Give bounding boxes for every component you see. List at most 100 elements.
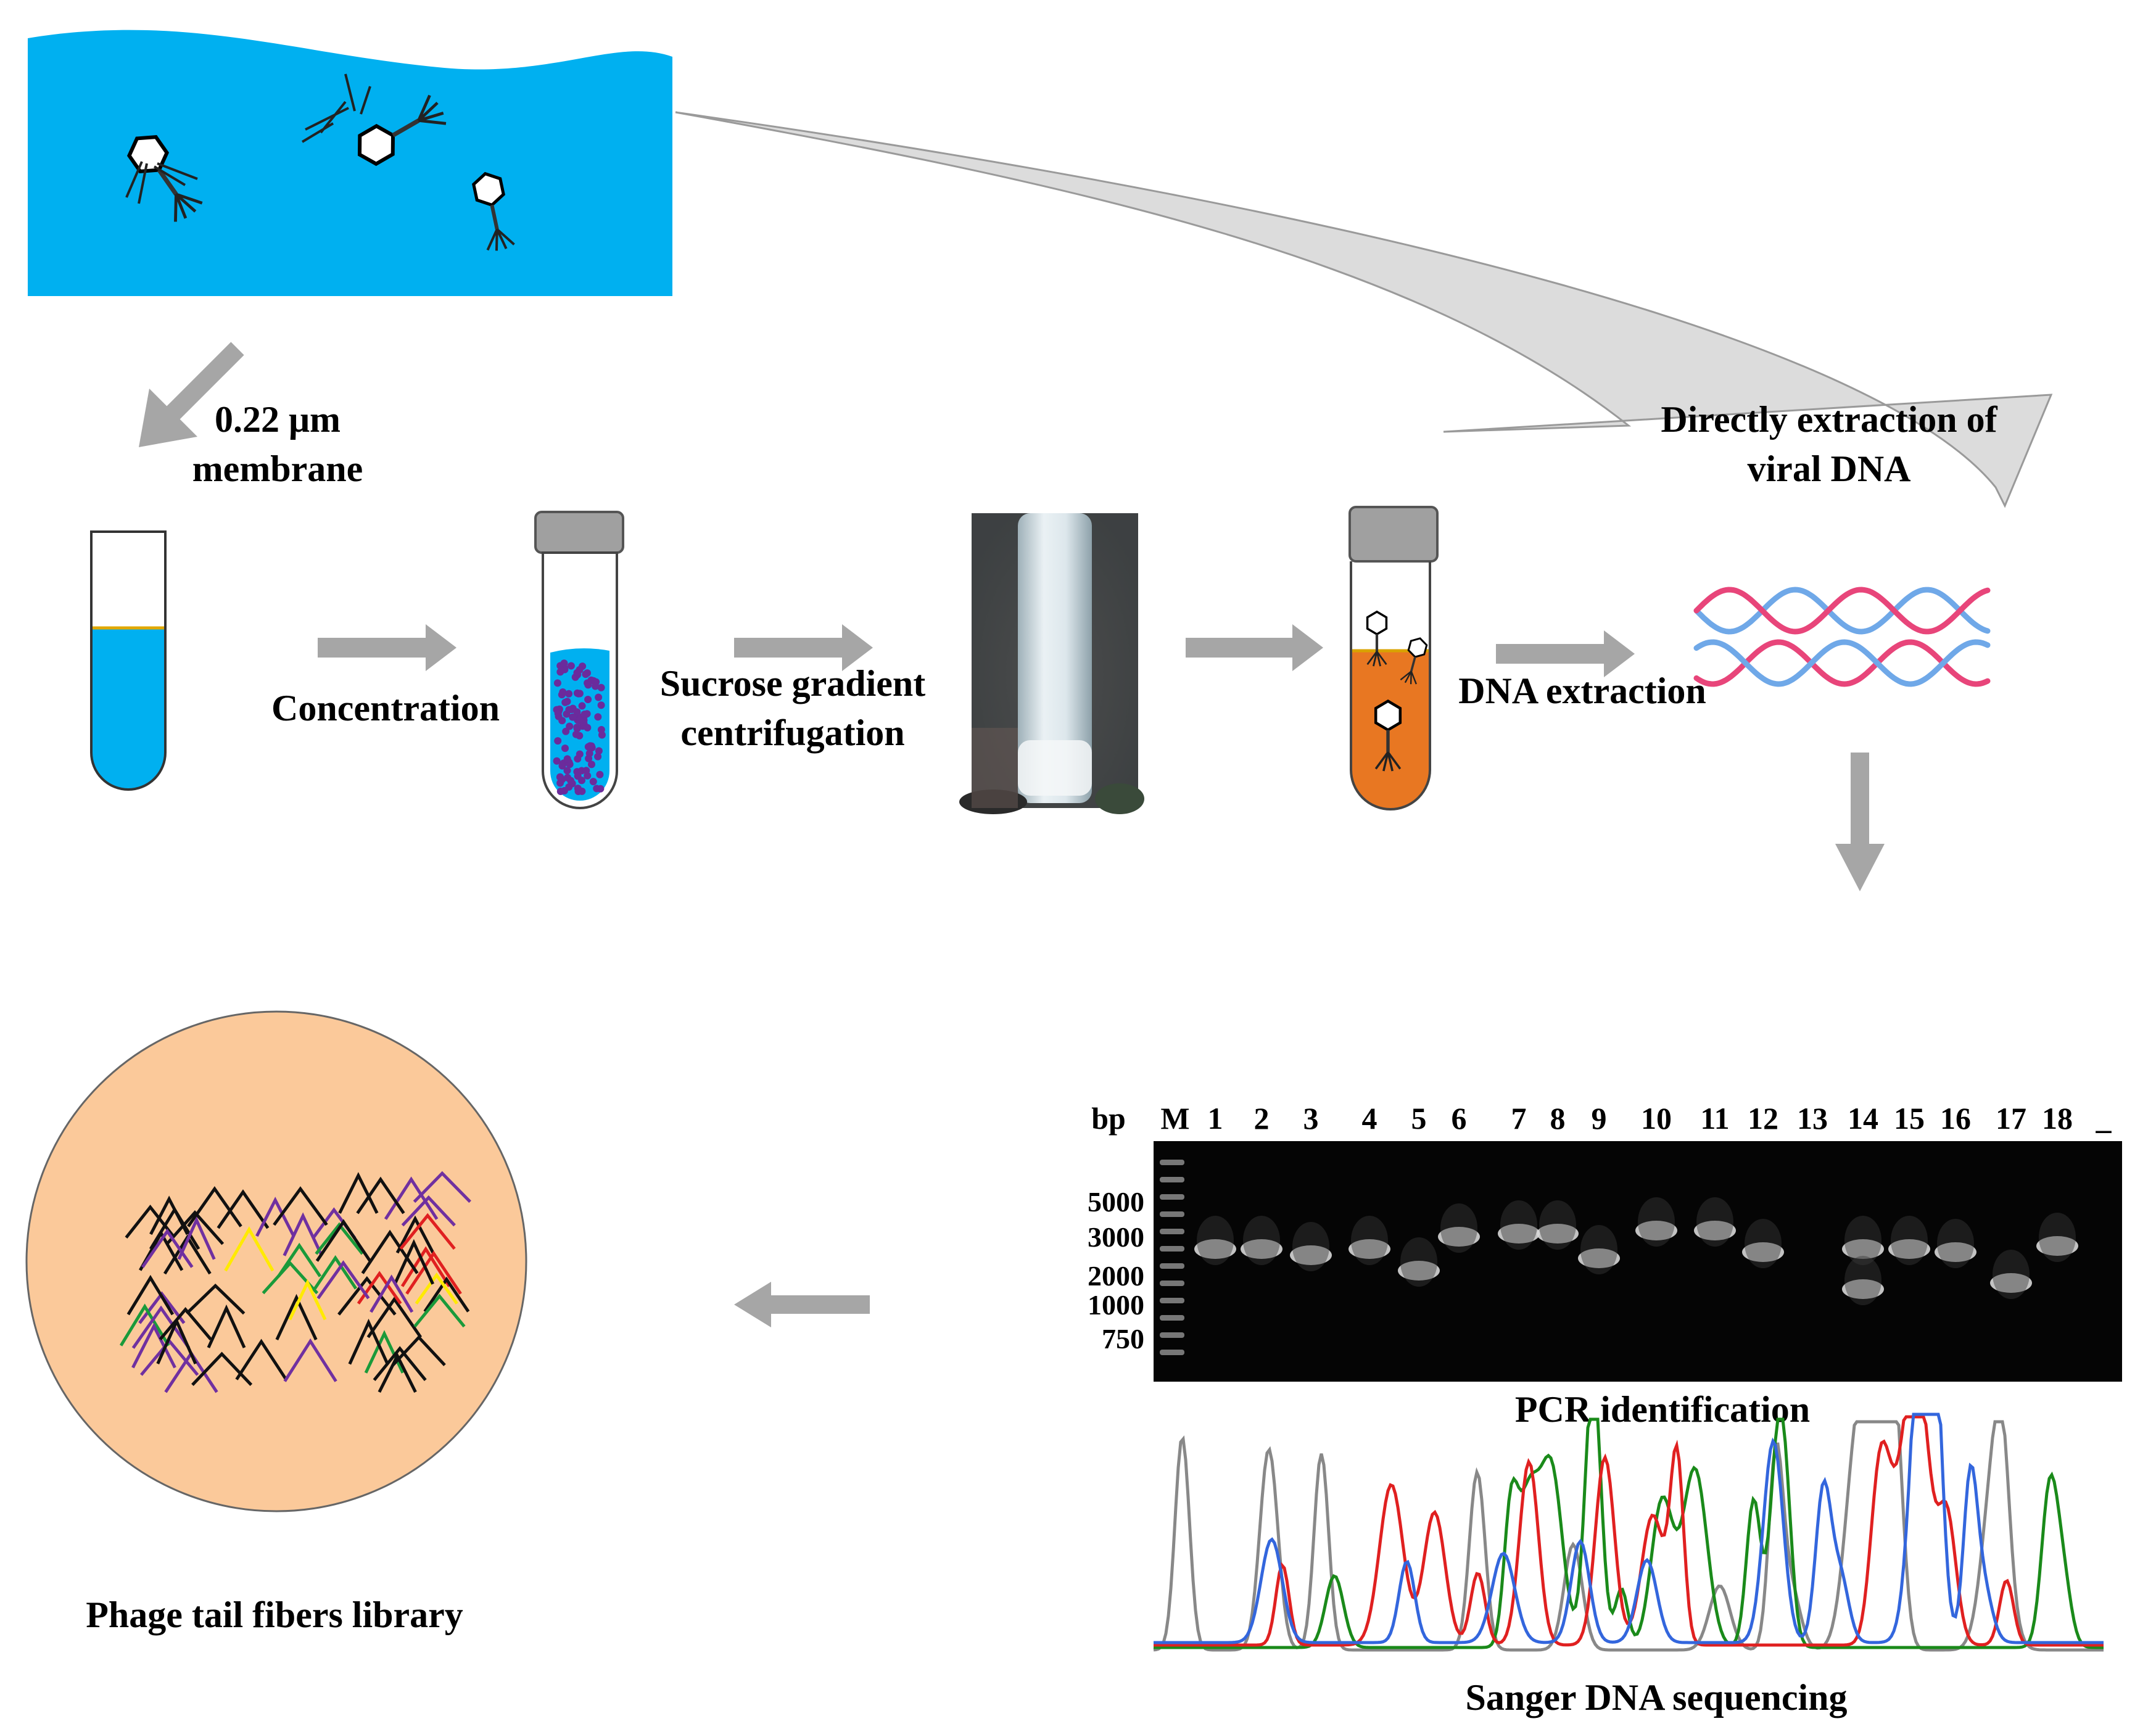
pcr-label: PCR identification [1515, 1389, 1810, 1430]
gel-band [1498, 1224, 1540, 1244]
particle-dot [565, 690, 573, 698]
ladder-band [1160, 1194, 1184, 1200]
gel-band [1290, 1245, 1332, 1265]
step-arrow [734, 624, 873, 671]
particle-dot [572, 730, 580, 738]
tail-fiber [177, 1216, 216, 1260]
gel-lane-label: 12 [1748, 1101, 1778, 1136]
tail-fiber [405, 1250, 462, 1295]
tail-fiber [373, 1346, 427, 1382]
tail-fiber [255, 1197, 295, 1237]
particle-dot [554, 737, 562, 745]
ladder-band [1160, 1332, 1184, 1338]
particle-dot [561, 744, 569, 753]
gel-smear [1580, 1225, 1617, 1274]
tail-fiber [235, 1338, 287, 1380]
gel-lane-label: 18 [2042, 1101, 2073, 1136]
sanger-chromatogram [1153, 1413, 2104, 1652]
gel-smear [1696, 1197, 1733, 1247]
particle-dot [584, 724, 592, 732]
tail-fiber [348, 1318, 389, 1365]
direct-extraction-arrow [675, 111, 2053, 508]
ladder-band [1160, 1281, 1184, 1286]
gel-smear [1500, 1200, 1537, 1250]
gel-bp-label: bp [1091, 1101, 1126, 1136]
particle-dot [573, 708, 581, 716]
particle-dot [574, 788, 582, 795]
gel-ladder-label: 1000 [1088, 1289, 1144, 1321]
sucrose-label-line1: Sucrose gradient [660, 663, 926, 704]
tail-fiber [395, 1215, 435, 1254]
direct-extraction-label-line2: viral DNA [1748, 448, 1911, 489]
tail-fiber [119, 1303, 170, 1347]
particle-dot [593, 785, 601, 793]
tail-fiber [370, 1274, 414, 1313]
membrane-arrow [139, 342, 244, 447]
tail-fiber [366, 1296, 423, 1338]
particle-dot [592, 682, 600, 690]
gel-smear [1292, 1222, 1329, 1271]
purified-phage-tube [1349, 506, 1439, 810]
tail-fiber [277, 1242, 322, 1277]
filtrate-tube [90, 530, 167, 791]
centrifuge-tube-photo [959, 513, 1144, 814]
step-arrow [1496, 630, 1635, 677]
gel-lane-label: 14 [1848, 1101, 1878, 1136]
tail-fiber [288, 1279, 327, 1321]
tail-fiber [217, 1189, 270, 1229]
tail-fiber [384, 1176, 439, 1220]
gel-band [1990, 1273, 2032, 1293]
gel-lane-label: 16 [1940, 1101, 1971, 1136]
ladder-band [1160, 1229, 1184, 1234]
particle-dot [553, 757, 561, 765]
tail-fiber [361, 1229, 419, 1274]
gel-smear [1745, 1219, 1782, 1268]
gel-band [1742, 1242, 1784, 1262]
tail-fiber [337, 1276, 397, 1316]
particle-dot [565, 706, 573, 714]
membrane-label-line1: 0.22 μm [215, 399, 341, 440]
tail-fiber [283, 1212, 323, 1256]
particle-dot [567, 662, 575, 670]
gel-ladder-label: 750 [1102, 1323, 1144, 1355]
gel-smear [1891, 1216, 1928, 1265]
gel-smear [1197, 1216, 1234, 1265]
gel-smear [2039, 1213, 2076, 1262]
ladder-band [1160, 1263, 1184, 1269]
particle-dot [561, 698, 569, 706]
tail-fiber [165, 1210, 225, 1245]
gel-lane-label: 6 [1452, 1101, 1467, 1136]
gel-lane-label: 13 [1797, 1101, 1828, 1136]
tail-fiber [316, 1260, 370, 1300]
particle-dot [553, 679, 561, 687]
membrane-label-line2: membrane [192, 448, 363, 489]
gel-lane-label: 2 [1254, 1101, 1270, 1136]
tail-fiber [273, 1186, 328, 1226]
tail-fiber [392, 1335, 446, 1366]
ladder-band [1160, 1211, 1184, 1217]
particle-dot [582, 767, 590, 775]
ladder-band [1160, 1350, 1184, 1355]
particle-dot [567, 777, 575, 785]
tail-fiber [401, 1195, 456, 1227]
tail-fiber [315, 1222, 364, 1255]
particle-dot [585, 749, 593, 757]
particle-dot [558, 775, 566, 783]
particle-dot [569, 713, 577, 721]
particle-dot [563, 755, 571, 763]
gel-lane-label: 17 [1996, 1101, 2026, 1136]
particle-dot [573, 724, 581, 732]
tail-fiber [126, 1274, 175, 1316]
particle-dot [596, 770, 604, 778]
particle-dot [560, 659, 568, 667]
particle-dot [595, 693, 603, 701]
sucrose-label-line2: centrifugation [680, 712, 904, 753]
ladder-band [1160, 1246, 1184, 1252]
gel-lane-label: 8 [1550, 1101, 1566, 1136]
gel-band [1578, 1248, 1620, 1268]
tail-fiber [125, 1204, 176, 1239]
gel-lane-label: 1 [1208, 1101, 1223, 1136]
tail-fiber [423, 1276, 470, 1313]
ladder-band [1160, 1298, 1184, 1303]
gel-smear [1440, 1203, 1477, 1253]
